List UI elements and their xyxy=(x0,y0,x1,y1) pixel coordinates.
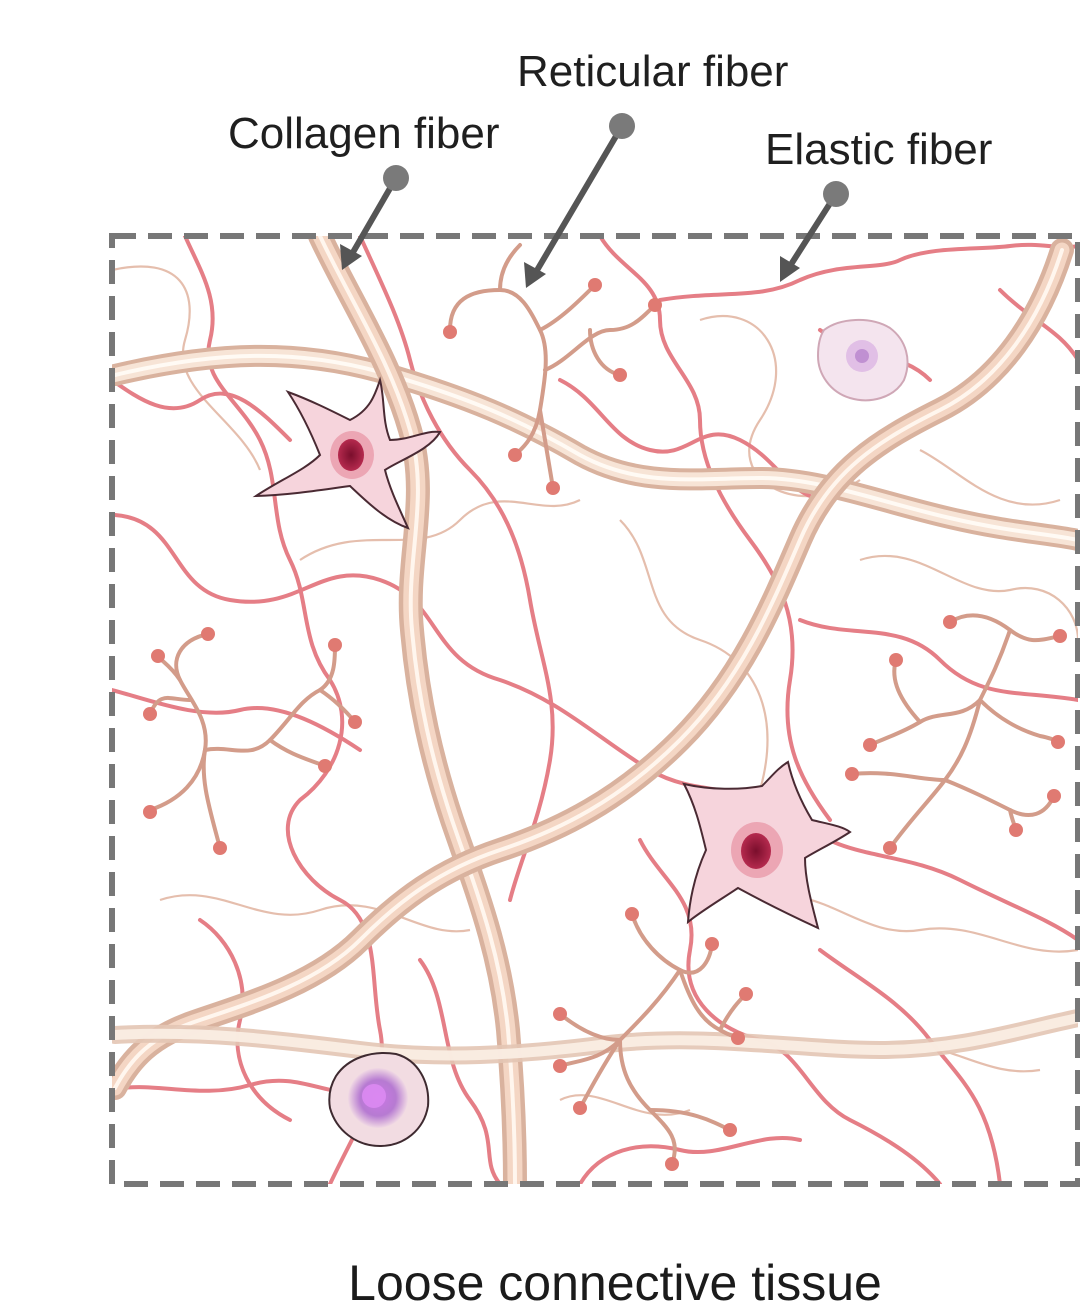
pointer-reticular xyxy=(524,113,635,288)
white-blood-cell xyxy=(816,318,909,402)
pointer-elastic xyxy=(780,181,849,282)
collagen-fibers xyxy=(112,236,1078,1184)
reticular-fibers xyxy=(148,243,1062,1166)
reticular-fiber-tips xyxy=(143,278,1067,1171)
collagen-fiber-label: Collagen fiber xyxy=(228,109,500,158)
diagram-caption: Loose connective tissue xyxy=(348,1255,882,1311)
reticular-fiber-label: Reticular fiber xyxy=(517,47,789,96)
tissue-frame xyxy=(109,233,1080,1187)
elastic-fibers xyxy=(112,236,1078,1184)
fibroblast-cell-lower xyxy=(682,760,852,930)
elastic-fiber-label: Elastic fiber xyxy=(765,125,993,174)
pointer-collagen xyxy=(340,165,409,270)
mast-cell xyxy=(328,1052,430,1148)
tissue-area xyxy=(112,236,1078,1184)
fibroblast-cell-upper xyxy=(252,376,442,530)
